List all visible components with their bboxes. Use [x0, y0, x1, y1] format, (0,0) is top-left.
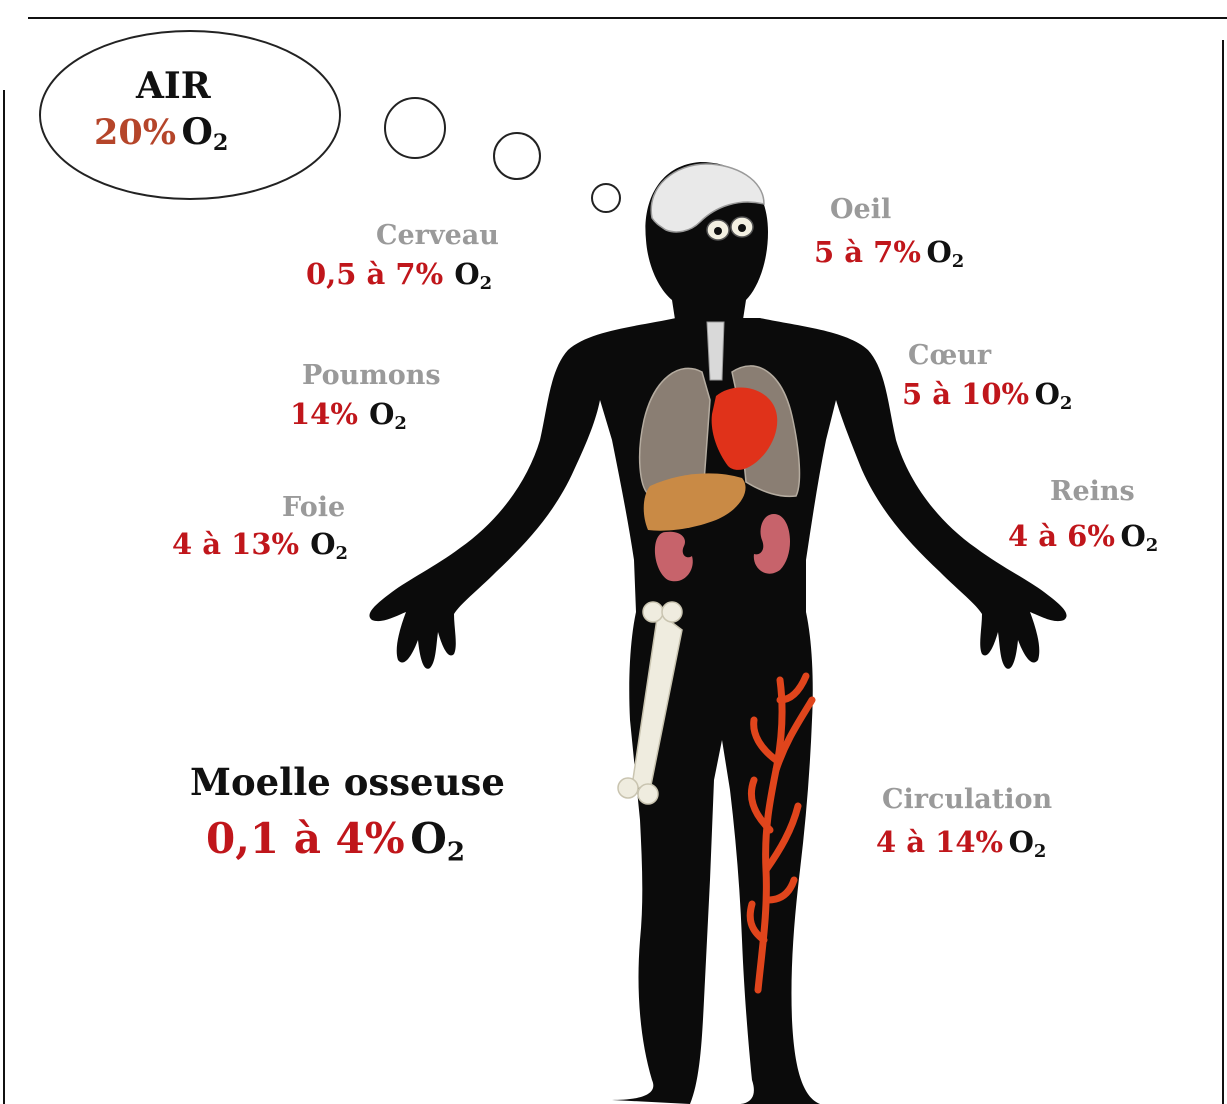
coeur-value: 5 à 10%: [902, 377, 1029, 411]
air-value-line: 20% O2: [94, 114, 228, 155]
poumons-label: Poumons: [302, 362, 441, 389]
oeil-value: 5 à 7%: [814, 235, 921, 269]
reins-value-line: 4 à 6% O2: [1008, 522, 1158, 555]
coeur-value-line: 5 à 10% O2: [902, 380, 1072, 413]
foie-o2-symbol: O2: [310, 527, 348, 561]
poumons-value: 14%: [290, 397, 358, 431]
cerveau-o2-symbol: O2: [454, 257, 492, 291]
air-title: AIR: [136, 68, 211, 104]
moelle-value: 0,1 à 4%: [206, 814, 405, 863]
circulation-o2-symbol: O2: [1009, 825, 1047, 859]
moelle-value-line: 0,1 à 4% O2: [206, 818, 465, 865]
cerveau-value: 0,5 à 7%: [306, 257, 443, 291]
moelle-o2-symbol: O2: [410, 814, 465, 863]
moelle-label: Moelle osseuse: [190, 764, 505, 801]
air-o2-symbol: O2: [182, 111, 229, 153]
circulation-label: Circulation: [882, 786, 1052, 813]
foie-value: 4 à 13%: [172, 527, 299, 561]
reins-o2-symbol: O2: [1120, 519, 1158, 553]
oeil-label: Oeil: [830, 196, 891, 223]
reins-value: 4 à 6%: [1008, 519, 1115, 553]
cerveau-value-line: 0,5 à 7% O2: [306, 260, 492, 293]
coeur-label: Cœur: [908, 342, 991, 369]
oeil-o2-symbol: O2: [926, 235, 964, 269]
reins-label: Reins: [1050, 478, 1135, 505]
trachea-shape: [707, 322, 724, 380]
thought-bubble-medium: [494, 133, 540, 179]
coeur-o2-symbol: O2: [1035, 377, 1073, 411]
circulation-value-line: 4 à 14% O2: [876, 828, 1046, 861]
poumons-value-line: 14% O2: [290, 400, 407, 433]
thought-bubble-small: [592, 184, 620, 212]
poumons-o2-symbol: O2: [369, 397, 407, 431]
circulation-value: 4 à 14%: [876, 825, 1003, 859]
air-value: 20%: [94, 112, 176, 153]
foie-value-line: 4 à 13% O2: [172, 530, 348, 563]
oeil-value-line: 5 à 7% O2: [814, 238, 964, 271]
foie-label: Foie: [282, 494, 345, 521]
thought-bubble-large: [385, 98, 445, 158]
cerveau-label: Cerveau: [376, 222, 499, 249]
human-silhouette: [369, 162, 1066, 1104]
